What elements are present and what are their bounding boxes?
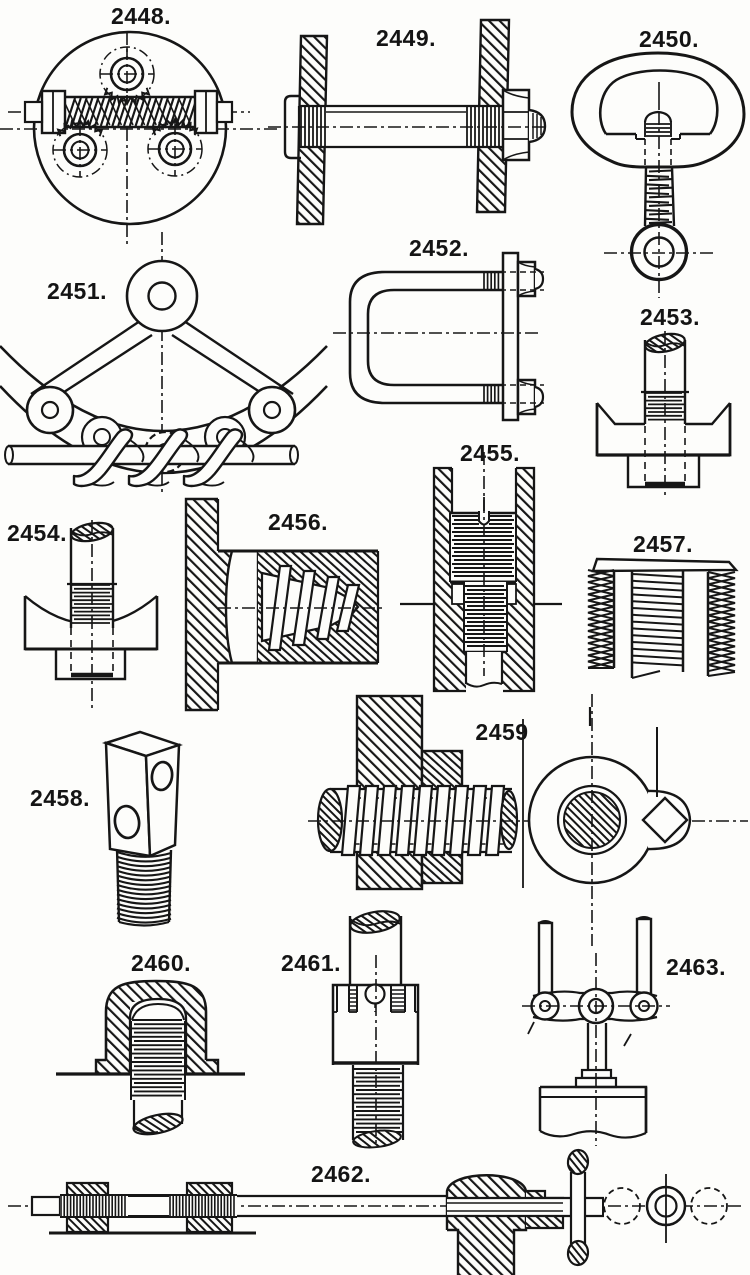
svg-text:2455.: 2455.: [460, 440, 520, 466]
svg-text:2454.: 2454.: [7, 520, 67, 546]
svg-text:2449.: 2449.: [376, 25, 436, 51]
svg-text:2457.: 2457.: [633, 531, 693, 557]
svg-text:2459: 2459: [475, 719, 528, 745]
svg-text:2450.: 2450.: [639, 26, 699, 52]
svg-text:2462.: 2462.: [311, 1161, 371, 1187]
svg-text:2453.: 2453.: [640, 304, 700, 330]
svg-text:2452.: 2452.: [409, 235, 469, 261]
svg-text:2461.: 2461.: [281, 950, 341, 976]
svg-text:2460.: 2460.: [131, 950, 191, 976]
svg-text:2463.: 2463.: [666, 954, 726, 980]
svg-text:2458.: 2458.: [30, 785, 90, 811]
svg-text:2451.: 2451.: [47, 278, 107, 304]
svg-text:2448.: 2448.: [111, 3, 171, 29]
svg-text:2456.: 2456.: [268, 509, 328, 535]
